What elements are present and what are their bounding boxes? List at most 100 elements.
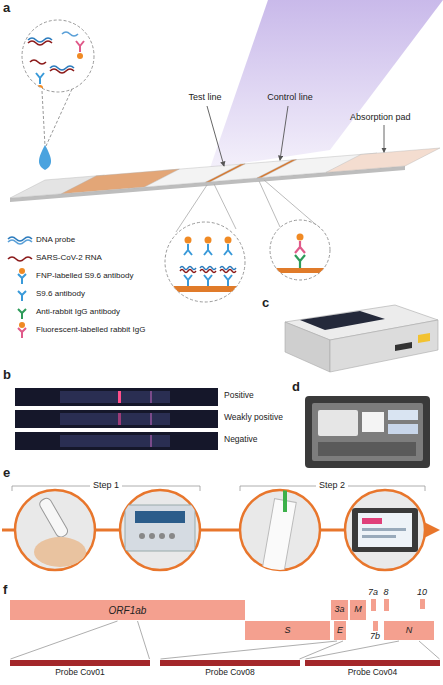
probe-connector (11, 621, 150, 659)
gene-label: N (406, 626, 413, 636)
legend-icon-part (19, 268, 25, 274)
test-line-zoom-part-part-part (220, 270, 236, 273)
light-beam (210, 0, 443, 168)
workflow-part-part (283, 486, 287, 512)
workflow-part-part (149, 533, 155, 539)
test-line-zoom-part (165, 222, 245, 302)
control-line-zoom-part (270, 234, 330, 274)
gene-label: 7a (368, 588, 378, 598)
probe-region: Probe Cov01 (10, 660, 150, 677)
test-line-zoom-part-part-part (204, 244, 212, 255)
control-line-zoom-part-part (270, 268, 330, 273)
carry-case-part (305, 396, 430, 468)
reader-device-part (285, 322, 330, 372)
workflow-part-part (135, 511, 185, 523)
workflow-part (425, 486, 426, 491)
workflow-part (15, 490, 95, 570)
test-line-zoom-part-part-part (204, 275, 212, 286)
workflow-part-part (362, 518, 382, 524)
legend-icon-part (18, 328, 26, 338)
gene-bar (373, 621, 378, 631)
sample-zoom-part-part (28, 41, 52, 45)
probe-label: Probe Cov08 (205, 668, 255, 677)
probe-bar (10, 660, 150, 666)
workflow-part-part (139, 533, 145, 539)
gene-box: E (334, 621, 346, 640)
workflow-part (240, 486, 241, 491)
strip-photo (15, 388, 218, 450)
workflow-part-part (262, 499, 297, 577)
sample-zoom-part (22, 20, 94, 92)
workflow-part (352, 508, 418, 552)
sample-zoom-part (42, 91, 45, 146)
workflow-part (262, 486, 297, 576)
step-label: Step 2 (316, 480, 348, 490)
test-line-zoom-part-part (185, 237, 192, 244)
workflow-part (345, 490, 425, 570)
gene-label: 7b (370, 632, 380, 642)
panel-letter: f (3, 583, 7, 598)
panel-letter: d (292, 380, 300, 395)
strip-photo-part (15, 388, 218, 406)
legend-label: DNA probe (36, 235, 75, 244)
probe-bar (305, 660, 440, 666)
zoom-leader-part (259, 181, 280, 227)
panel-letter: a (3, 1, 10, 16)
carry-case-part (388, 410, 418, 420)
workflow-part (125, 505, 195, 551)
control-line-zoom-part-part (297, 234, 304, 241)
gene-bar (384, 599, 389, 611)
control-line (257, 160, 297, 178)
strip-photo-part (150, 435, 152, 447)
test-line-zoom-part-part-part (184, 244, 192, 255)
gene-bar (420, 599, 425, 609)
reader-device-part (395, 342, 412, 351)
strip-photo-part (60, 413, 170, 425)
legend-icon (8, 237, 32, 338)
sample-zoom-part (46, 89, 72, 146)
test-line-zoom-part-part-part (200, 270, 216, 273)
gene-label: E (337, 626, 343, 636)
probe-connector (161, 641, 344, 659)
test-line-zoom-part (165, 237, 245, 293)
reader-device-part (300, 311, 385, 330)
panel-letter: b (3, 368, 11, 383)
zoom-leader-part (214, 184, 236, 229)
test-line-zoom (165, 222, 245, 302)
workflow-part-part (34, 537, 86, 567)
absorption-pad (326, 148, 440, 172)
test-strip (10, 148, 440, 202)
carry-case-part (388, 424, 418, 434)
gene-box: N (384, 621, 434, 640)
test-line (206, 164, 246, 182)
gene-bar (371, 599, 376, 611)
step-label: Step 1 (90, 480, 122, 490)
strip-label: Absorption pad (350, 112, 411, 122)
sample-zoom-part-part (36, 73, 44, 84)
legend-icon-part (18, 291, 26, 301)
gene-box: 3a (331, 600, 348, 620)
legend-label: FNP-labelled S9.6 antibody (36, 271, 133, 280)
sample-zoom-part (39, 145, 51, 170)
control-line-zoom-part-part (295, 255, 305, 268)
workflow (2, 486, 434, 576)
result-label: Weakly positive (224, 413, 283, 423)
gene-label: 3a (334, 605, 344, 615)
legend-icon-part (8, 240, 32, 244)
workflow-part-part (358, 513, 412, 547)
test-line-zoom-part-part (225, 237, 232, 244)
gene-label: ORF1ab (109, 605, 147, 616)
legend-icon-part (18, 309, 26, 319)
test-line-zoom-part-part (165, 286, 245, 292)
strip-photo-part (60, 435, 170, 447)
result-label: Positive (224, 391, 254, 401)
test-line-zoom-part-part (205, 237, 212, 244)
leader-arrow-part (280, 106, 288, 160)
legend-label: S9.6 antibody (36, 289, 85, 298)
conjugate-pad (61, 169, 179, 194)
legend-label: Anti-rabbit IgG antibody (36, 307, 120, 316)
sample-zoom-part-part (76, 41, 84, 52)
control-line-zoom-part-part (295, 241, 305, 253)
